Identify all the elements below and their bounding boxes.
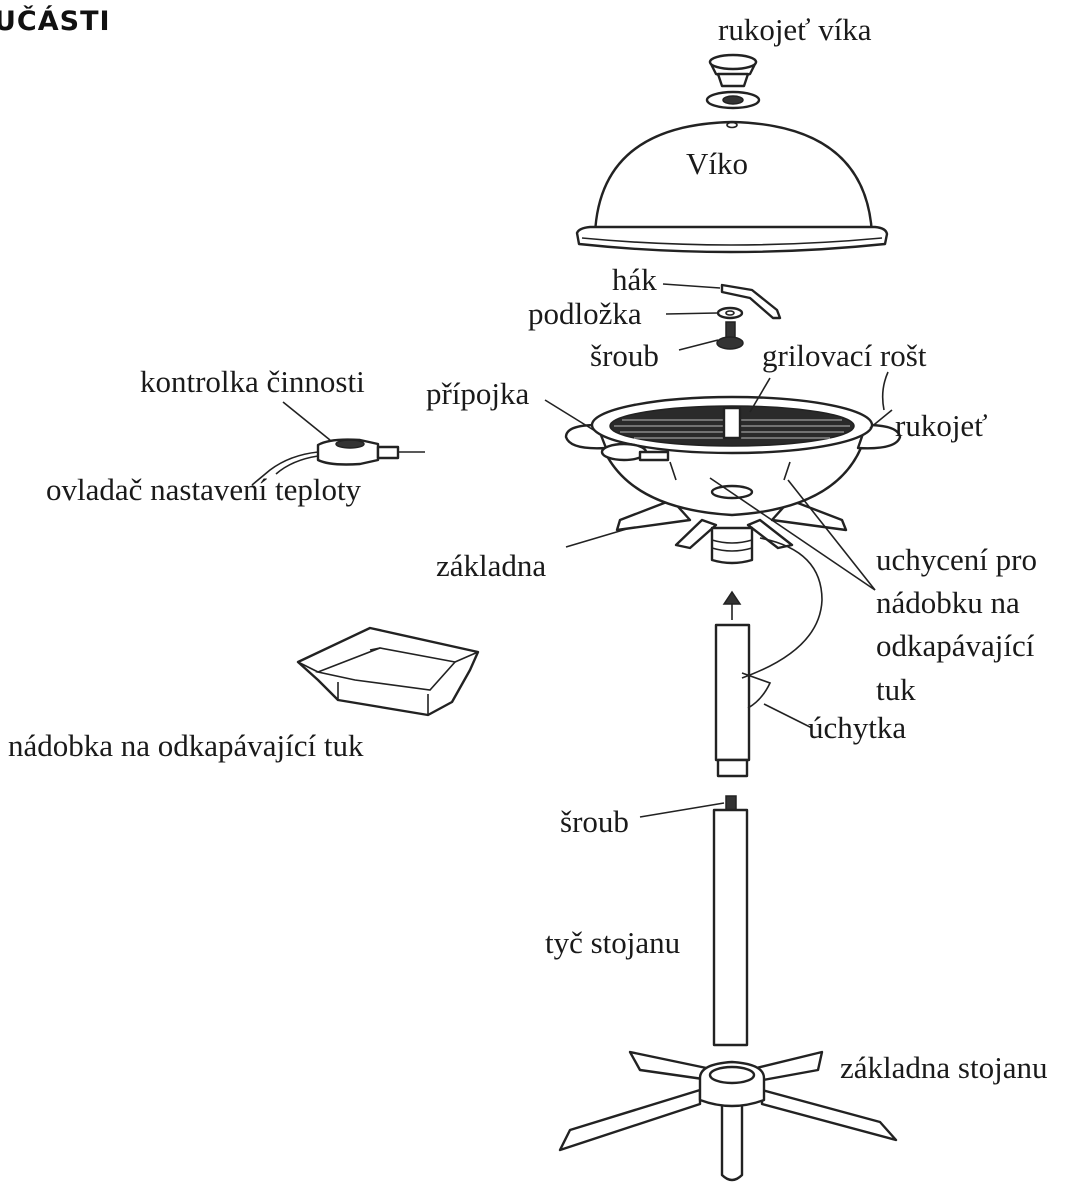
label-screw-top: šroub: [590, 338, 659, 373]
label-indicator-light: kontrolka činnosti: [140, 364, 365, 399]
label-stand-base: základna stojanu: [840, 1050, 1048, 1085]
label-temperature-control: ovladač nastavení teploty: [46, 472, 362, 507]
lid-drawing: [575, 120, 889, 254]
label-base: základna: [436, 548, 547, 583]
label-hook: hák: [612, 262, 657, 297]
label-drip-tray: nádobka na odkapávající tuk: [8, 728, 364, 763]
section-heading: UČÁSTI: [0, 6, 111, 37]
label-lid-handle: rukojeť víka: [718, 12, 872, 47]
label-drip-holder-3: odkapávající: [876, 628, 1035, 663]
label-drip-holder-1: uchycení pro: [876, 542, 1037, 577]
drip-tray-drawing: [296, 626, 480, 717]
temperature-controller-drawing: [251, 401, 425, 486]
lower-pole-drawing: [639, 795, 749, 1047]
label-washer: podložka: [528, 296, 642, 331]
screw-top-drawing: [678, 321, 744, 351]
label-clip: úchytka: [808, 710, 907, 745]
label-grill-grate: grilovací rošt: [762, 338, 927, 373]
washer-drawing: [665, 306, 744, 320]
stand-base-drawing: [558, 1050, 898, 1182]
label-drip-holder-2: nádobku na: [876, 585, 1020, 620]
label-connector: přípojka: [426, 376, 530, 411]
label-lid: Víko: [686, 146, 748, 181]
lid-handle-drawing: [705, 53, 761, 110]
hook-drawing: [662, 283, 782, 320]
label-stand-pole: tyč stojanu: [545, 925, 681, 960]
label-drip-holder-4: tuk: [876, 672, 916, 707]
grill-leader-lines: [544, 371, 893, 591]
upper-pole-drawing: [714, 537, 823, 778]
label-handle: rukojeť: [895, 408, 988, 443]
label-screw-bottom: šroub: [560, 804, 629, 839]
grill-bowl-drawing: [564, 395, 902, 565]
